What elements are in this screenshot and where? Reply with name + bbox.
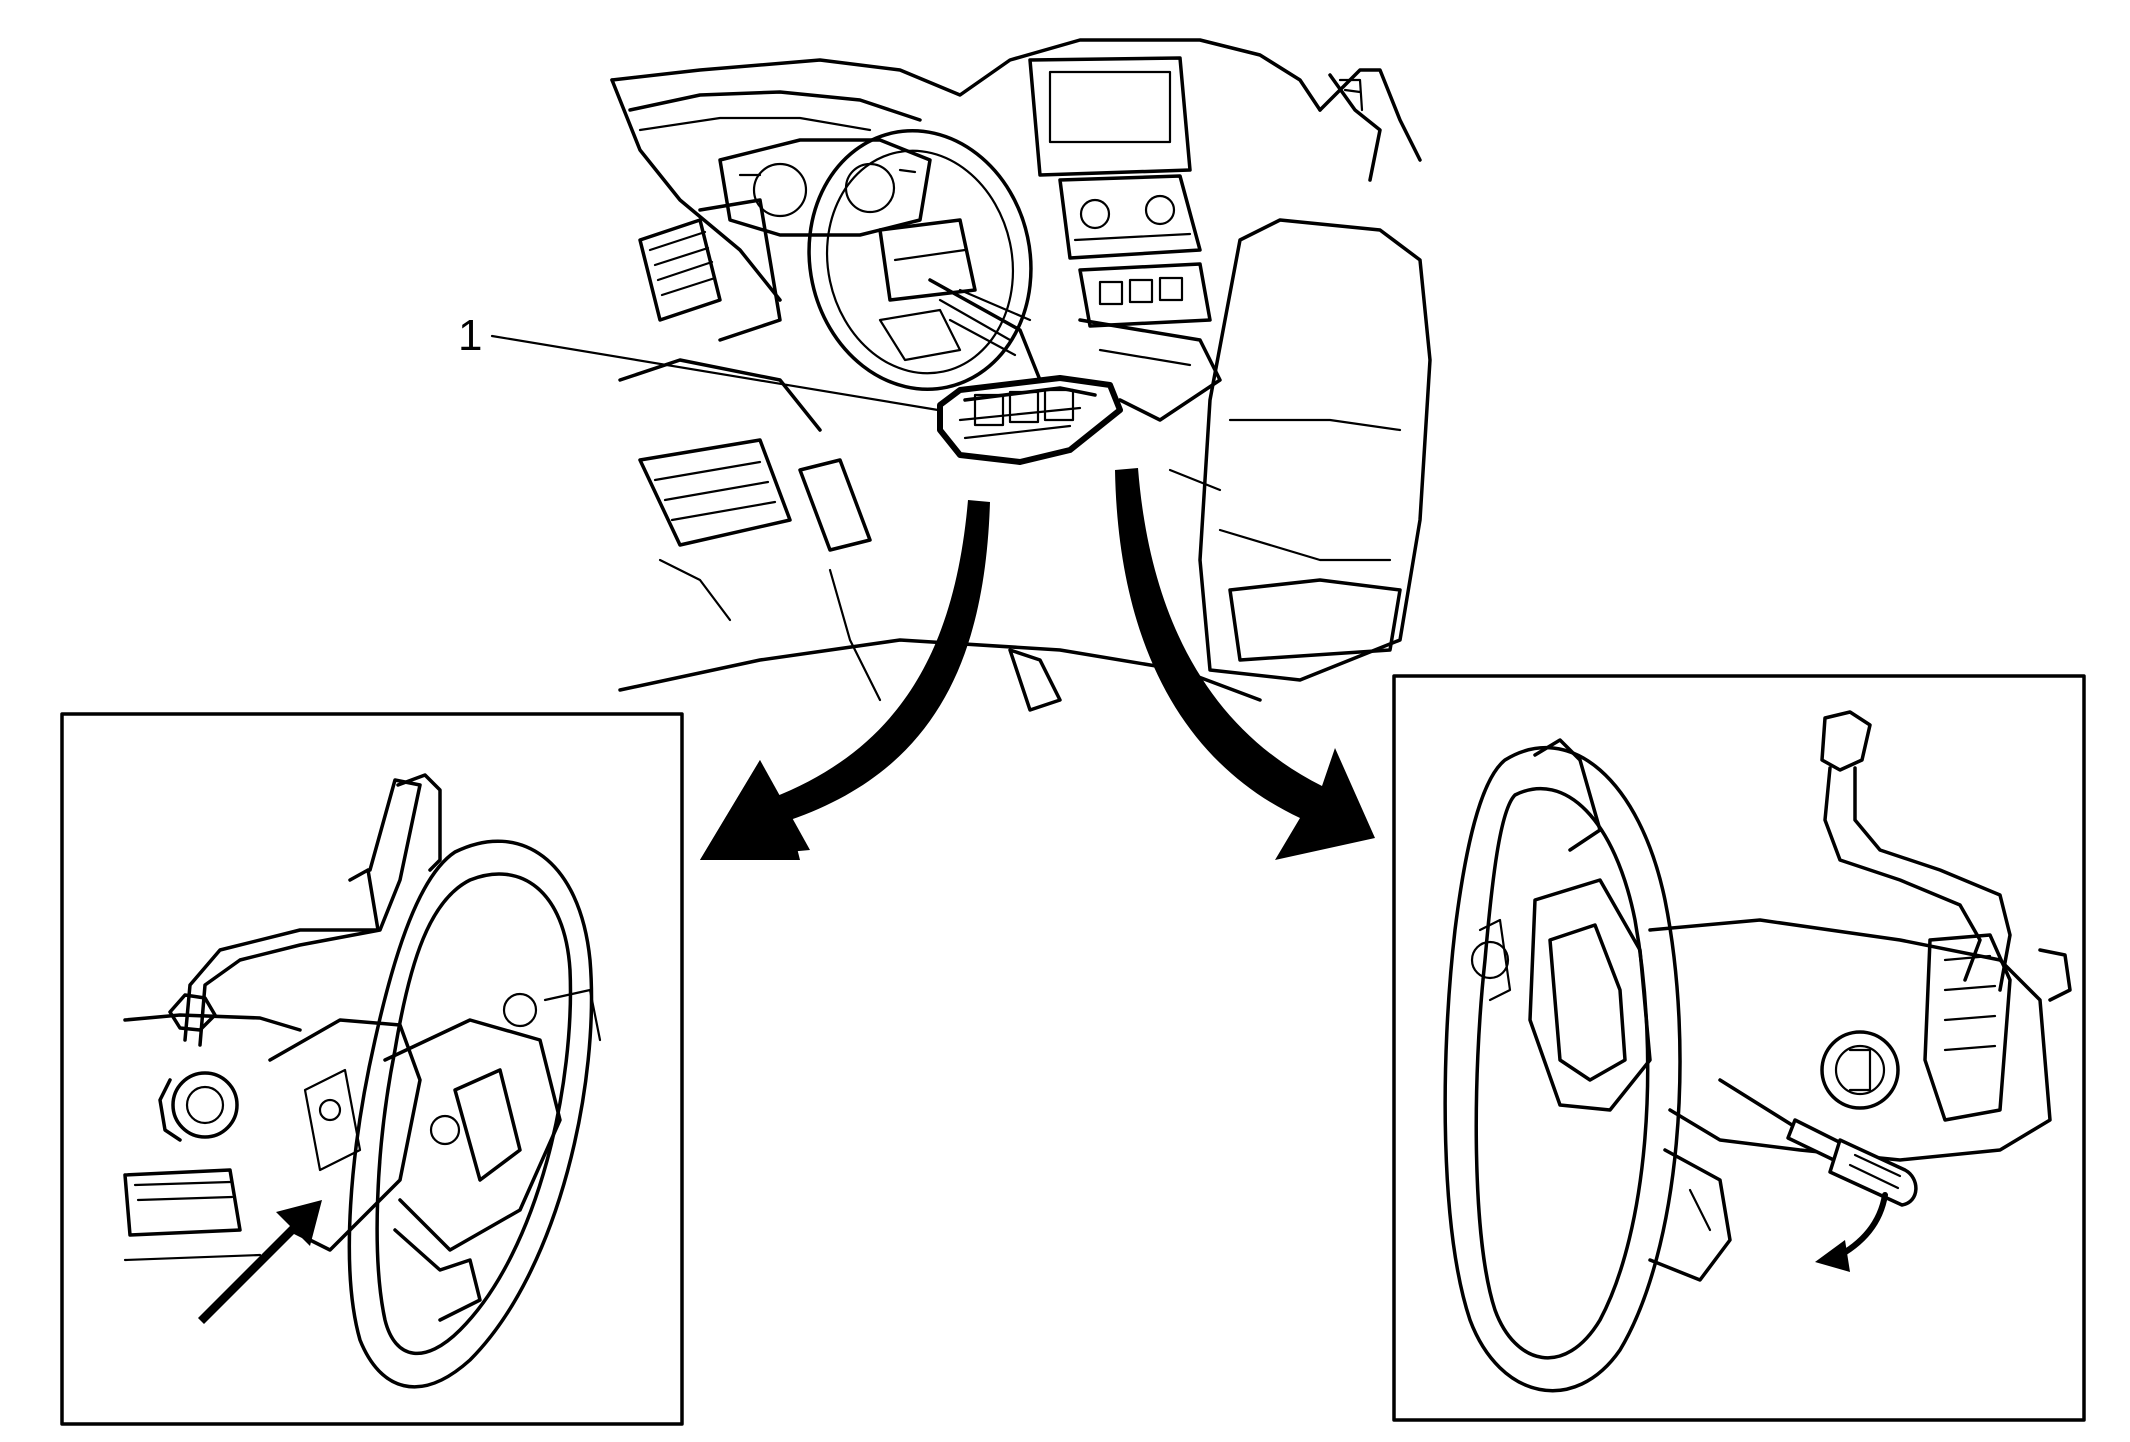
callout-number: 1 (458, 311, 482, 360)
right-detail-panel (1392, 674, 2086, 1422)
left-detail-panel (60, 712, 684, 1426)
cockpit-overview (610, 38, 1432, 712)
curved-arrow-left (700, 500, 990, 860)
push-arrow-icon (198, 1200, 322, 1324)
screwdriver-icon (1718, 1078, 1918, 1207)
callout-leader-line (490, 334, 940, 412)
curved-arrow-right (1115, 468, 1375, 860)
